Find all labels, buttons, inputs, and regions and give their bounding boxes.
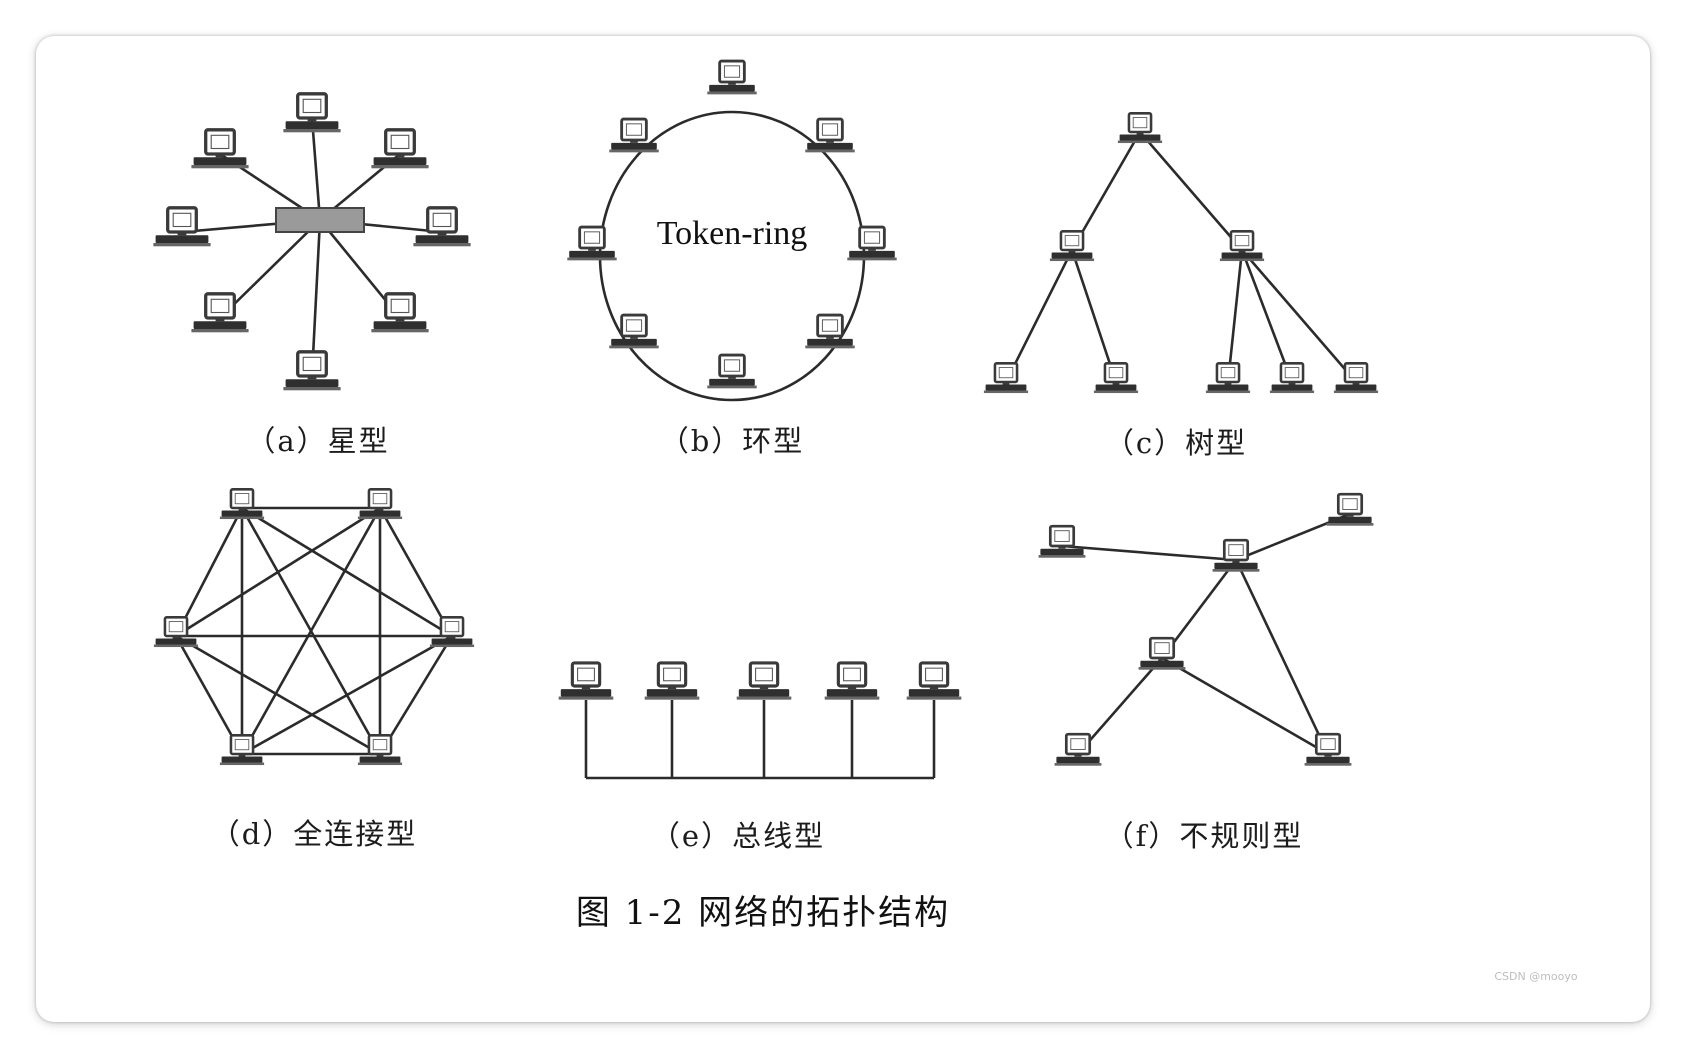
tree-link xyxy=(1226,249,1244,383)
computer-icon xyxy=(1137,636,1187,672)
computer-icon xyxy=(643,661,701,702)
watermark: CSDN @mooyo xyxy=(1494,970,1578,983)
computer-icon xyxy=(1116,112,1164,145)
computer-icon xyxy=(356,734,404,767)
computer-icon xyxy=(189,128,251,170)
computer-icon xyxy=(735,661,793,702)
computer-icon xyxy=(369,128,431,170)
mesh-link xyxy=(378,635,454,755)
mesh-link xyxy=(241,506,453,638)
computer-icon xyxy=(1303,732,1353,768)
star-hub xyxy=(275,207,365,233)
computer-icon xyxy=(705,59,759,96)
irregular-link xyxy=(1061,544,1237,562)
computer-icon xyxy=(151,206,213,248)
caption-e: （e）总线型 xyxy=(651,819,825,853)
computer-icon xyxy=(803,117,857,154)
computer-icon xyxy=(905,661,963,702)
irregular-link xyxy=(1077,657,1163,755)
tree-links xyxy=(1004,131,1357,383)
computer-icon xyxy=(565,225,619,262)
mesh-link xyxy=(241,634,453,756)
computer-icon xyxy=(1268,362,1316,395)
caption-b: （b）环型 xyxy=(660,424,805,458)
computer-icon xyxy=(356,488,404,521)
caption-d: （d）全连接型 xyxy=(211,817,418,851)
irregular-link xyxy=(1234,559,1330,755)
computer-icon xyxy=(982,362,1030,395)
computer-icon xyxy=(1037,524,1087,560)
computer-icon xyxy=(218,488,266,521)
network-topology-figure: （a）星型 Token-ring （b）环型 （c）树型 （d）全连接型 （e）… xyxy=(151,59,1578,983)
computer-icon xyxy=(1325,492,1375,528)
star-topology: （a）星型 xyxy=(151,92,473,458)
ring-center-label: Token-ring xyxy=(657,215,808,252)
mesh-link xyxy=(174,635,244,755)
irregular-links xyxy=(1061,512,1351,756)
tree-nodes xyxy=(982,112,1380,395)
tree-link xyxy=(1139,131,1243,251)
tree-link xyxy=(1070,249,1118,383)
computer-icon xyxy=(152,616,200,649)
mesh-link xyxy=(175,634,381,756)
figure-title: 图 1-2 网络的拓扑结构 xyxy=(576,893,950,933)
computer-icon xyxy=(281,350,343,392)
star-nodes xyxy=(151,92,473,392)
computer-icon xyxy=(1092,362,1140,395)
tree-link xyxy=(1070,131,1142,251)
mesh-link xyxy=(378,507,454,637)
computer-icon xyxy=(1204,362,1252,395)
irregular-link xyxy=(1161,656,1329,756)
mesh-link xyxy=(240,507,382,755)
computer-icon xyxy=(1218,230,1266,263)
computer-icon xyxy=(607,117,661,154)
mesh-link xyxy=(175,506,381,638)
computer-icon xyxy=(428,616,476,649)
star-link xyxy=(219,219,321,319)
mesh-links xyxy=(174,506,454,756)
star-link xyxy=(310,117,322,221)
computer-icon xyxy=(607,313,661,350)
caption-f: （f）不规则型 xyxy=(1105,819,1304,853)
computer-icon xyxy=(1053,732,1103,768)
computer-icon xyxy=(705,353,759,390)
bus-links xyxy=(584,700,936,780)
computer-icon xyxy=(281,92,343,134)
full-mesh-topology: （d）全连接型 xyxy=(152,488,476,851)
bus-nodes xyxy=(557,661,963,702)
computer-icon xyxy=(823,661,881,702)
computer-icon xyxy=(1048,230,1096,263)
tree-link xyxy=(1004,249,1074,383)
computer-icon xyxy=(1332,362,1380,395)
tree-link xyxy=(1241,249,1357,383)
caption-c: （c）树型 xyxy=(1105,426,1247,460)
ring-topology: Token-ring （b）环型 xyxy=(565,59,899,458)
computer-icon xyxy=(218,734,266,767)
bus-topology: （e）总线型 xyxy=(557,661,963,853)
computer-icon xyxy=(411,206,473,248)
computer-icon xyxy=(845,225,899,262)
caption-a: （a）星型 xyxy=(246,424,389,458)
mesh-link xyxy=(174,507,244,637)
tree-topology: （c）树型 xyxy=(982,112,1380,460)
figure-card: （a）星型 Token-ring （b）环型 （c）树型 （d）全连接型 （e）… xyxy=(36,36,1650,1022)
computer-icon xyxy=(369,292,431,334)
star-link xyxy=(310,219,322,377)
computer-icon xyxy=(803,313,857,350)
computer-icon xyxy=(557,661,615,702)
computer-icon xyxy=(1211,538,1261,574)
irregular-nodes xyxy=(1037,492,1375,768)
tree-link xyxy=(1240,249,1294,383)
irregular-topology: （f）不规则型 xyxy=(1037,492,1375,853)
